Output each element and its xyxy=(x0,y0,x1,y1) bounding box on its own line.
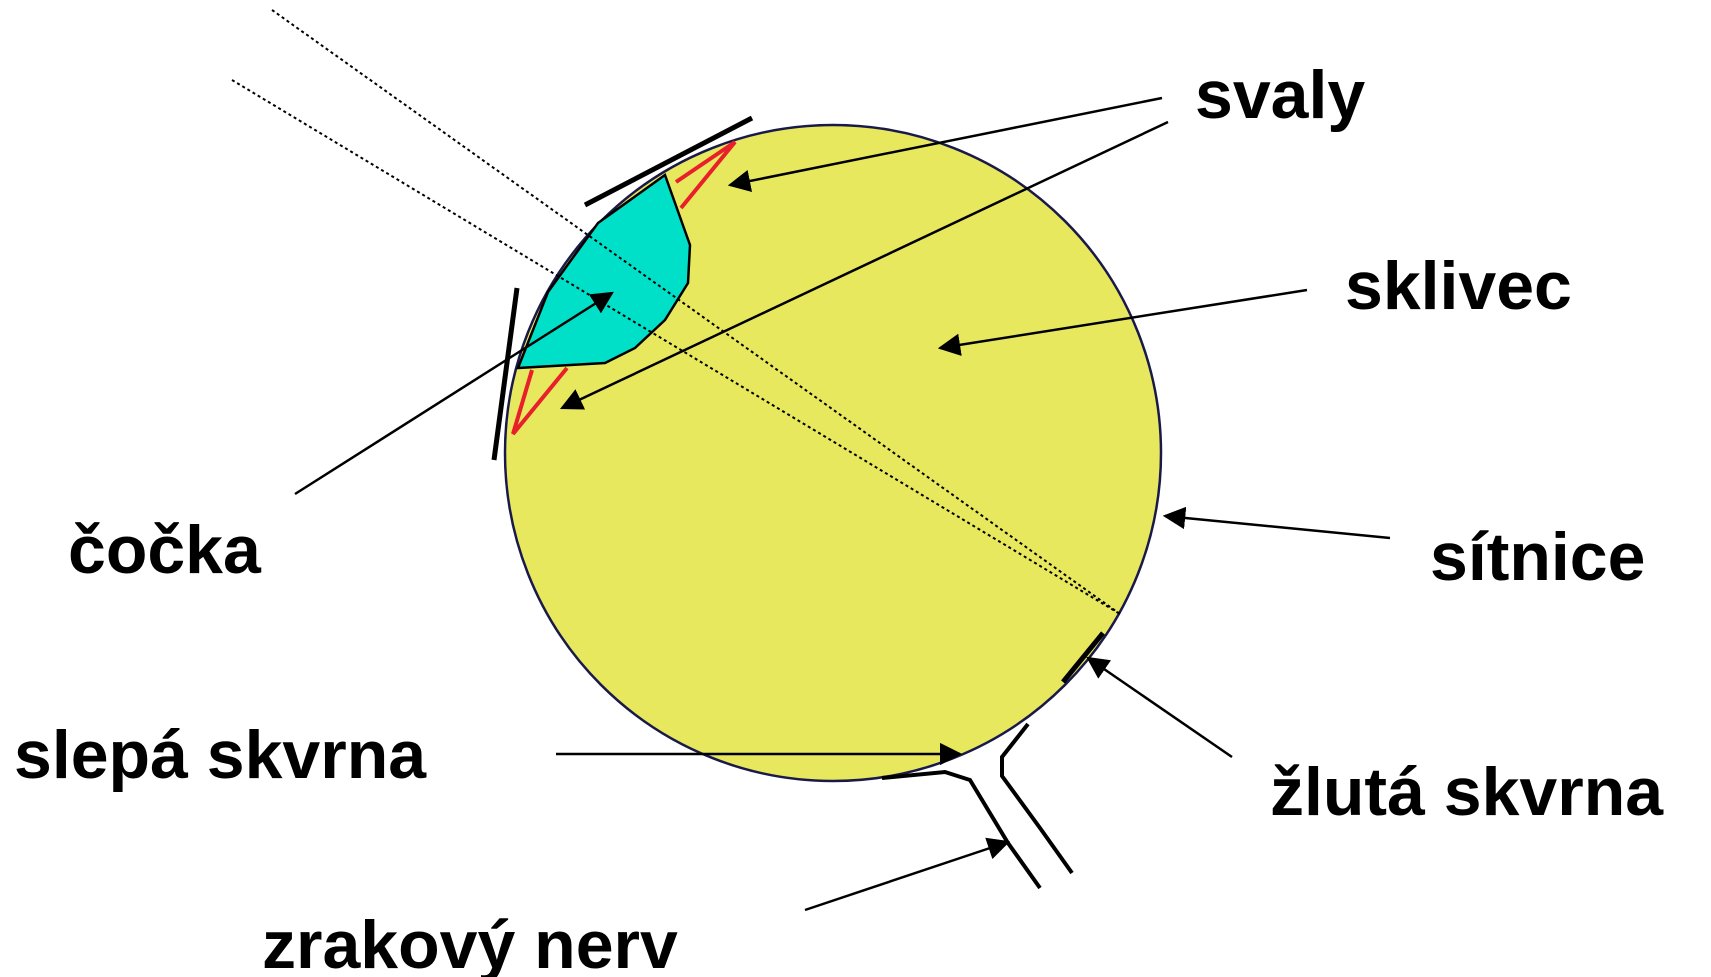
label-retina: sítnice xyxy=(1430,519,1645,595)
label-yellow-spot: žlutá skvrna xyxy=(1270,754,1664,830)
yellow-spot-arrow xyxy=(1088,658,1232,757)
label-vitreous: sklivec xyxy=(1345,248,1572,324)
label-lens: čočka xyxy=(68,512,262,588)
retina-arrow xyxy=(1165,516,1390,538)
label-muscles: svaly xyxy=(1195,57,1365,133)
label-optic-nerve: zrakový nerv xyxy=(262,907,678,977)
label-blind-spot: slepá skvrna xyxy=(14,717,427,793)
optic-nerve-arrow xyxy=(805,842,1008,910)
